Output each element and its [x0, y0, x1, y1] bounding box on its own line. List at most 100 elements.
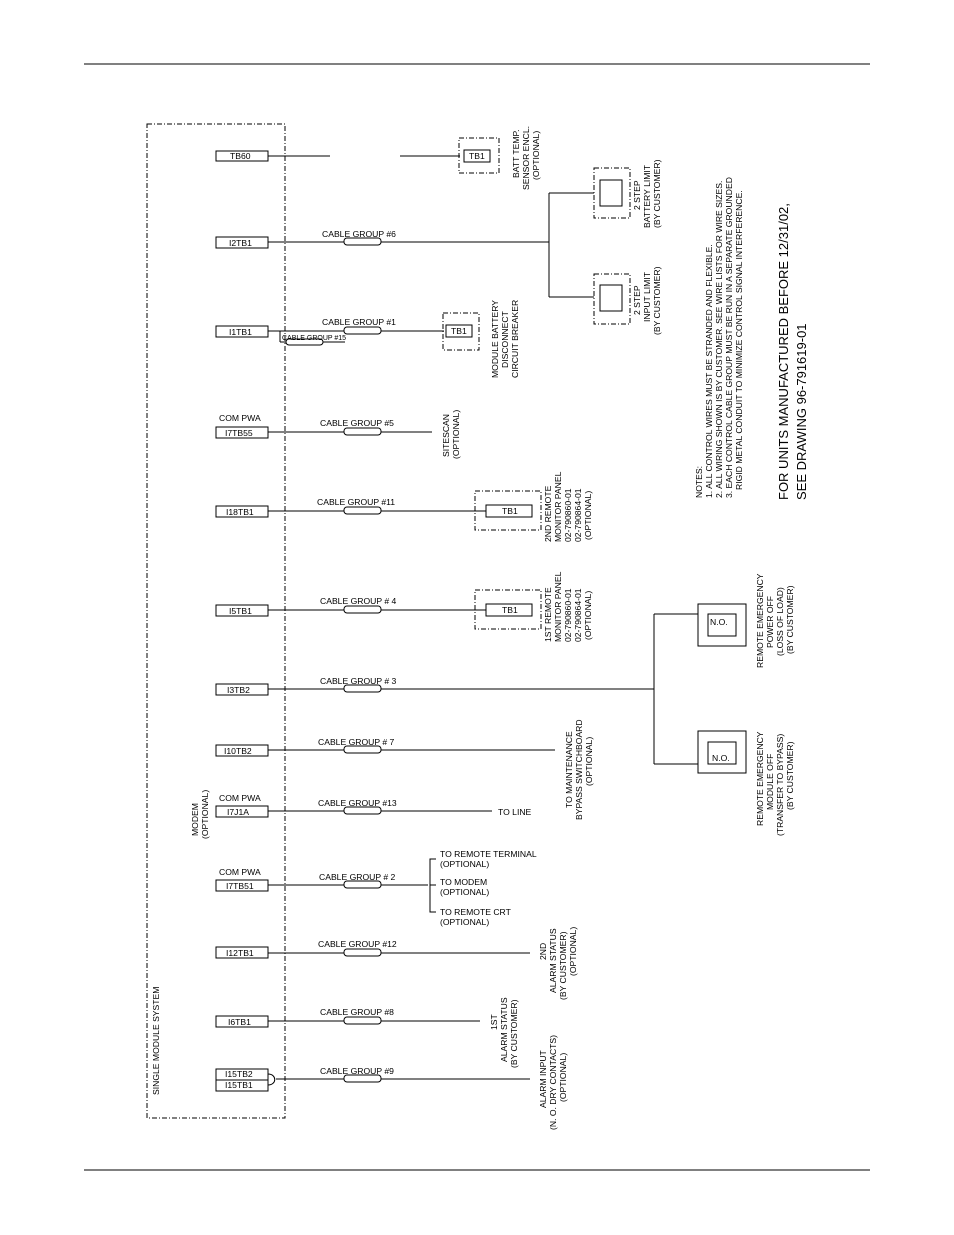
cable-group-4-label: CABLE GROUP # 4 [320, 596, 396, 606]
alarm-input-line1: ALARM INPUT [538, 1049, 548, 1108]
remote-1st-tb1-label: TB1 [502, 605, 518, 615]
input-limit-line3: (BY CUSTOMER) [652, 266, 662, 335]
alarm-1st-line3: (BY CUSTOMER) [509, 999, 519, 1068]
epo-line2: POWER OFF [765, 596, 775, 648]
epo-line4: (BY CUSTOMER) [785, 585, 795, 654]
system-title: SINGLE MODULE SYSTEM [151, 987, 161, 1095]
maint-bypass-line2: BYPASS SWITCHBOARD [574, 719, 584, 820]
battery-limit-line3: (BY CUSTOMER) [652, 159, 662, 228]
remote-2nd-line3: 02-790860-01 [563, 488, 573, 542]
units-note-line2: SEE DRAWING 96-791619-01 [794, 323, 809, 500]
batt-temp-line3: (OPTIONAL) [531, 131, 541, 180]
module-battery-line2: DISCONNECT [500, 310, 510, 368]
com-pwa-1: COM PWA [219, 413, 261, 423]
epo-switch [707, 613, 737, 637]
alarm-2nd-line2: ALARM STATUS [548, 928, 558, 993]
terminal-i10tb2-label: I10TB2 [224, 746, 252, 756]
conduit-9 [343, 1074, 382, 1083]
cable-group-13-label: CABLE GROUP #13 [318, 798, 397, 808]
cable-group-2-label: CABLE GROUP # 2 [319, 872, 395, 882]
maint-bypass-line1: TO MAINTENANCE [564, 731, 574, 808]
remote-crt-line1: TO REMOTE CRT [440, 907, 512, 917]
battery-limit-contact [599, 179, 623, 207]
input-limit-enclosure [593, 273, 631, 325]
cable-group-1-label: CABLE GROUP #1 [322, 317, 396, 327]
notes-line2: 1. ALL CONTROL WIRES MUST BE STRANDED AN… [704, 244, 714, 498]
remote-crt-line2: (OPTIONAL) [440, 917, 489, 927]
terminal-i15tb2-label: I15TB2 [225, 1069, 253, 1079]
cable-group-3-label: CABLE GROUP # 3 [320, 676, 396, 686]
conduit-4 [343, 605, 382, 614]
to-modem-line1: TO MODEM [440, 877, 487, 887]
emo-no-label: N.O. [712, 753, 730, 763]
bracket-remote-devices [429, 858, 436, 913]
conduit-12 [343, 948, 382, 957]
notes-line3: 2. ALL WIRING SHOWN IS BY CUSTOMER. SEE … [714, 181, 724, 498]
cable-group-5-label: CABLE GROUP #5 [320, 418, 394, 428]
notes-line1: NOTES: [694, 466, 704, 498]
terminal-tb60-label: TB60 [230, 151, 251, 161]
battery-limit-line1: 2 STEP [632, 180, 642, 210]
alarm-1st-line1: 1ST [489, 1013, 499, 1030]
terminal-i1tb1-label: I1TB1 [229, 327, 252, 337]
epo-line3: (LOSS OF LOAD) [775, 587, 785, 656]
alarm-1st-line2: ALARM STATUS [499, 997, 509, 1062]
terminal-i3tb2-label: I3TB2 [227, 685, 250, 695]
emo-line2: MODULE OFF [765, 754, 775, 810]
input-limit-line1: 2 STEP [632, 285, 642, 315]
notes-line5: RIGID METAL CONDUIT TO MINIMIZE CONTROL … [734, 190, 744, 490]
remote-1st-enclosure [474, 589, 542, 630]
conduit-13 [343, 806, 382, 815]
to-line-label: TO LINE [498, 807, 532, 817]
input-limit-line2: INPUT LIMIT [642, 271, 652, 322]
remote-1st-line1: 1ST REMOTE [543, 587, 553, 642]
terminal-i2tb1-label: I2TB1 [229, 238, 252, 248]
cable-group-8-label: CABLE GROUP #8 [320, 1007, 394, 1017]
terminal-i18tb1-label: I18TB1 [226, 507, 254, 517]
input-limit-contact [599, 284, 623, 312]
sitescan-line1: SITESCAN [441, 414, 451, 457]
remote-2nd-line1: 2ND REMOTE [543, 485, 553, 542]
conduit-15 [285, 338, 324, 346]
com-pwa-2: COM PWA [219, 793, 261, 803]
remote-1st-line5: (OPTIONAL) [583, 591, 593, 640]
alarm-input-line3: (OPTIONAL) [558, 1053, 568, 1102]
com-pwa-3: COM PWA [219, 867, 261, 877]
batt-temp-tb1-label: TB1 [469, 151, 485, 161]
modem-line1: MODEM [190, 803, 200, 836]
cable-group-11-label: CABLE GROUP #11 [317, 497, 395, 507]
battery-limit-enclosure [593, 167, 631, 219]
module-battery-line1: MODULE BATTERY [490, 300, 500, 378]
notes-line4: 3. EACH CONTROL CABLE GROUP MUST BE RUN … [724, 177, 734, 498]
cable-group-7-label: CABLE GROUP # 7 [318, 737, 394, 747]
remote-1st-line3: 02-790860-01 [563, 588, 573, 642]
terminal-i12tb1-label: I12TB1 [226, 948, 254, 958]
module-battery-tb1 [445, 324, 473, 338]
emo-switch [707, 741, 737, 765]
remote-2nd-enclosure [474, 490, 542, 531]
alarm-2nd-line1: 2ND [538, 943, 548, 960]
conduit-3 [343, 684, 382, 693]
epo-line1: REMOTE EMERGENCY [755, 573, 765, 668]
modem-line2: (OPTIONAL) [200, 790, 210, 839]
conduit-2 [343, 880, 382, 889]
emo-line1: REMOTE EMERGENCY [755, 731, 765, 826]
alarm-input-line2: (N. O. DRY CONTACTS) [548, 1035, 558, 1130]
maint-bypass-line3: (OPTIONAL) [584, 737, 594, 786]
module-battery-enclosure [442, 312, 480, 351]
module-battery-line3: CIRCUIT BREAKER [510, 300, 520, 378]
conduit-8 [343, 1016, 382, 1025]
conduit-11 [343, 506, 382, 515]
terminal-i15tb1-label: I15TB1 [225, 1080, 253, 1090]
alarm-2nd-line4: (OPTIONAL) [568, 927, 578, 976]
units-note-line1: FOR UNITS MANUFACTURED BEFORE 12/31/02, [776, 203, 791, 500]
conduit-1 [343, 326, 382, 335]
single-module-system-enclosure [146, 123, 286, 1119]
remote-2nd-line5: (OPTIONAL) [583, 491, 593, 540]
cable-group-12-label: CABLE GROUP #12 [318, 939, 397, 949]
terminal-i7tb51-label: I7TB51 [226, 881, 254, 891]
remote-1st-line2: MONITOR PANEL [553, 571, 563, 642]
remote-2nd-tb1-label: TB1 [502, 506, 518, 516]
batt-temp-line2: SENSOR ENCL. [521, 126, 531, 190]
remote-1st-tb1 [485, 603, 533, 617]
